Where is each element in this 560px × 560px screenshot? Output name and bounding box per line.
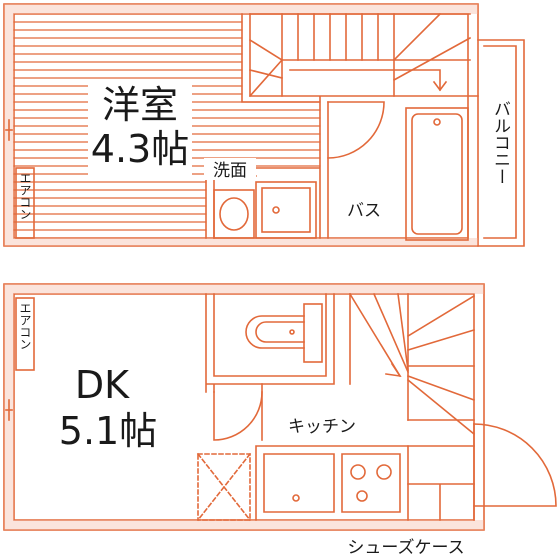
- washroom-label: 洗面: [213, 161, 247, 181]
- upper-outer-wall: [3, 3, 479, 247]
- kitchen-label: キッチン: [288, 417, 356, 437]
- lower-stairs: [348, 292, 476, 436]
- fridge-space: [196, 452, 252, 522]
- balcony-outline: [477, 39, 525, 247]
- labels: 洋室 4.3帖 洗面 バス バルコニー エアコン エアコン DK 5.1帖 キッ…: [18, 83, 510, 558]
- balcony-label: バルコニー: [490, 100, 510, 185]
- bath-label: バス: [347, 201, 381, 221]
- aircon-upper-label: エアコン: [18, 172, 32, 220]
- shoe-case-label: シューズケース: [347, 538, 464, 558]
- western-room-name: 洋室: [102, 83, 178, 127]
- lower-outer-wall: [3, 283, 485, 531]
- bath-door: [327, 101, 385, 159]
- western-room-size: 4.3帖: [91, 127, 189, 171]
- washbasin: [213, 189, 255, 239]
- toilet-door: [213, 391, 263, 441]
- dk-name: DK: [75, 363, 130, 407]
- toilet-room-wall: [205, 293, 335, 393]
- aircon-lower-box: [15, 297, 35, 371]
- aircon-lower-label: エアコン: [18, 302, 32, 350]
- aircon-upper-box: [15, 167, 35, 239]
- bath-fixture: [405, 107, 469, 241]
- shoe-case: [407, 445, 475, 521]
- toilet-fixture: [245, 303, 323, 363]
- washer-pan: [255, 181, 317, 239]
- dk-size: 5.1帖: [59, 409, 157, 453]
- upper-wall-fill: [4, 4, 478, 14]
- entrance-door: [473, 423, 557, 507]
- upper-stairs: [248, 12, 472, 98]
- kitchen-counter: [255, 445, 409, 521]
